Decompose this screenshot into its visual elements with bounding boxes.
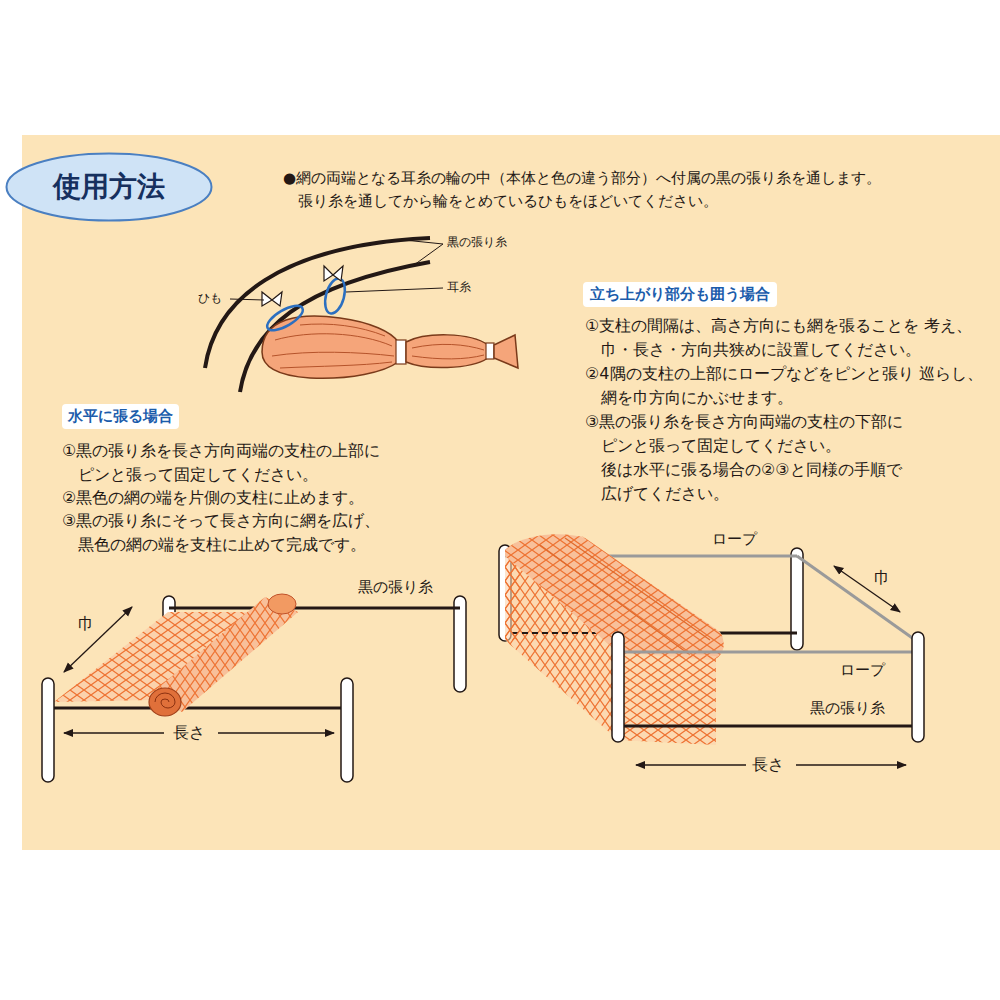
step-text: ③黒の張り糸を長さ方向両端の支柱の下部に ピンと張って固定してください。 後は水… bbox=[585, 410, 985, 506]
dimension-arrow bbox=[834, 566, 900, 612]
dimension-arrow bbox=[64, 732, 164, 733]
dimension-arrow bbox=[64, 607, 132, 672]
net-bundle bbox=[205, 238, 518, 392]
background-panel bbox=[22, 135, 1000, 850]
node-text: 立ち上がり部分も囲う場合 bbox=[590, 285, 770, 304]
dimension-label: 長さ bbox=[752, 755, 784, 774]
step-text: ③黒の張り糸にそって長さ方向に網を広げ、 黒色の網の端を支柱に止めて完成です。 bbox=[62, 509, 414, 556]
section-heading: 水平に張る場合 bbox=[62, 404, 179, 429]
dimension-arrow bbox=[636, 764, 746, 765]
instruction-note: ●網の両端となる耳糸の輪の中（本体と色の違う部分）へ付属の黒の張り糸を通します。… bbox=[283, 167, 938, 213]
step-text: ①黒の張り糸を長さ方向両端の支柱の上部に ピンと張って固定してください。 bbox=[62, 439, 414, 486]
step-text: ①支柱の間隔は、高さ方向にも網を張ることを 考え、巾・長さ・方向共狭めに設置して… bbox=[585, 314, 985, 362]
part-label: 黒の張り糸 bbox=[810, 699, 885, 717]
part-label: ロープ bbox=[712, 530, 757, 548]
part-label: 黒の張り糸 bbox=[358, 578, 433, 596]
dimension-label: 巾 bbox=[78, 614, 94, 633]
step-text: ②黒色の網の端を片側の支柱に止めます。 bbox=[62, 486, 414, 510]
node-text: 水平に張る場合 bbox=[68, 407, 173, 426]
step-text: ②4隅の支柱の上部にロープなどをピンと張り 巡らし、網を巾方向にかぶせます。 bbox=[585, 362, 985, 410]
dimension-arrow bbox=[218, 732, 334, 733]
leader-line bbox=[346, 288, 443, 292]
part-label: 耳糸 bbox=[447, 280, 471, 294]
dimension-arrow bbox=[796, 764, 906, 765]
node-text: 使用方法 bbox=[53, 168, 165, 206]
part-label: 黒の張り糸 bbox=[447, 235, 507, 249]
enclosure-setup bbox=[499, 534, 924, 745]
dimension-label: 巾 bbox=[874, 568, 890, 587]
horizontal-setup bbox=[42, 594, 466, 782]
leader-line bbox=[230, 299, 264, 300]
section-heading: 立ち上がり部分も囲う場合 bbox=[583, 282, 777, 307]
part-label: ロープ bbox=[840, 661, 885, 679]
part-label: ひも bbox=[198, 291, 222, 305]
leader-line bbox=[404, 240, 443, 265]
dimension-label: 長さ bbox=[173, 723, 205, 742]
title-badge: 使用方法 bbox=[5, 152, 213, 222]
ellipse-shape bbox=[7, 154, 212, 221]
